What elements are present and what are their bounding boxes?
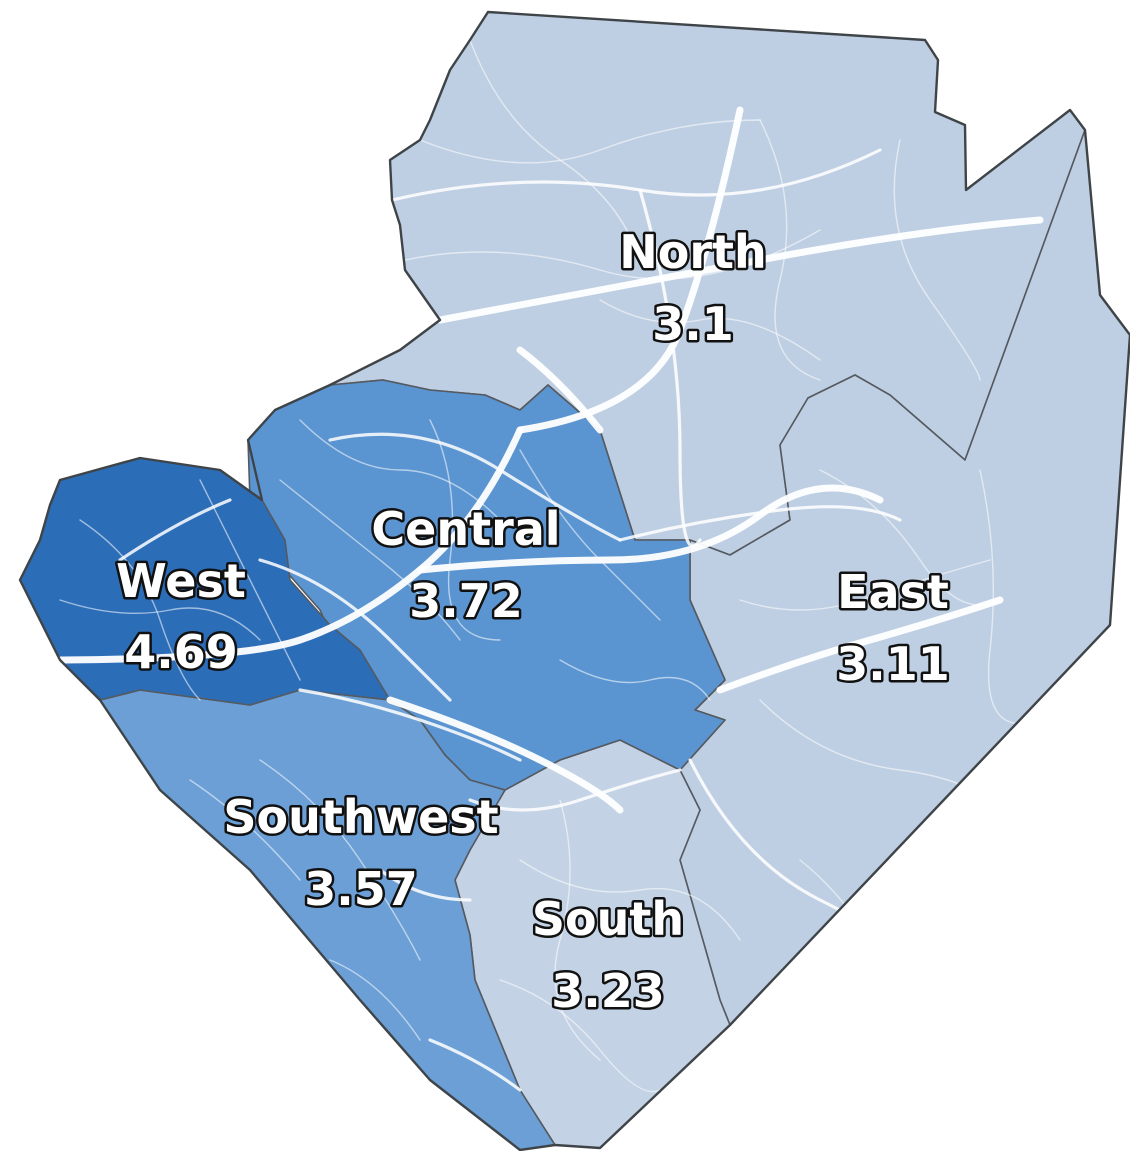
major-highways — [36, 106, 1044, 814]
region-labels: North 3.1 East 3.11 Central 3.72 West 4.… — [114, 223, 953, 1021]
local-roads — [59, 39, 1041, 1093]
region-borders — [18, 10, 1130, 1151]
label-north-name: North — [619, 225, 767, 279]
label-southwest-value: 3.57 — [304, 862, 418, 916]
label-south-value: 3.23 — [551, 964, 665, 1018]
label-west-name: West — [116, 554, 246, 608]
label-central-value: 3.72 — [409, 574, 523, 628]
label-south-name: South — [532, 892, 684, 946]
label-west-value: 4.69 — [124, 625, 238, 679]
label-north-value: 3.1 — [652, 297, 734, 351]
label-central-name: Central — [371, 502, 560, 556]
label-east-name: East — [837, 565, 949, 619]
label-east-value: 3.11 — [836, 637, 950, 691]
label-southwest-name: Southwest — [223, 790, 498, 844]
